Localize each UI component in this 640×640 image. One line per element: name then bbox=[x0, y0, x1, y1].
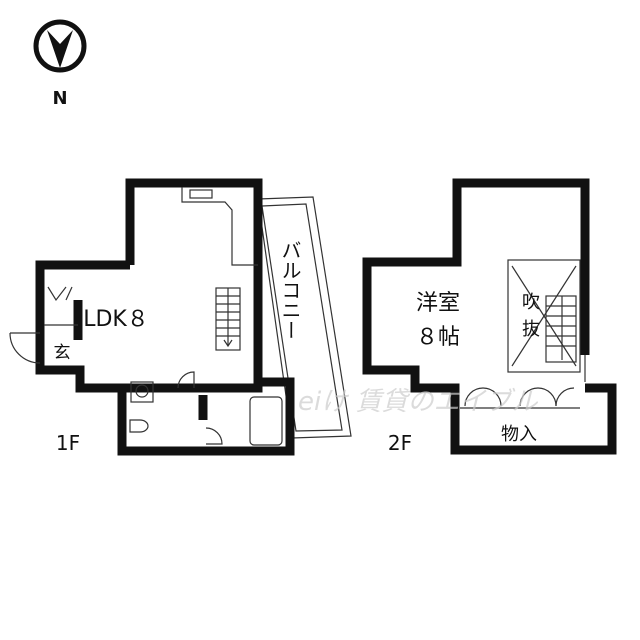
void-label-line1: 吹 bbox=[522, 292, 540, 313]
ldk-label: LDK８ bbox=[83, 307, 149, 332]
western-room-label-line1: 洋室 bbox=[416, 291, 460, 316]
compass-label: N bbox=[52, 88, 67, 109]
void-label-line2: 抜 bbox=[522, 319, 540, 340]
stairs bbox=[215, 287, 241, 351]
entrance-door bbox=[9, 286, 78, 364]
void-stairwell bbox=[507, 259, 586, 382]
watermark: eiけ 賃貸のエイブル bbox=[298, 387, 538, 417]
kitchen-counter bbox=[181, 187, 258, 266]
balcony-outline bbox=[257, 196, 352, 439]
closet-doors bbox=[460, 387, 580, 409]
balcony-label: バルコニー bbox=[278, 240, 302, 340]
floor2-walls bbox=[362, 178, 617, 455]
floor1-label: 1F bbox=[56, 431, 80, 455]
storage-label: 物入 bbox=[501, 424, 537, 445]
floor1-walls bbox=[35, 178, 295, 456]
wet-area-fixtures bbox=[129, 371, 283, 446]
floor2-label: 2F bbox=[388, 431, 412, 455]
entrance-label: 玄 bbox=[54, 343, 71, 363]
north-arrow-icon bbox=[33, 19, 87, 73]
western-room-label-line2: ８帖 bbox=[416, 325, 460, 350]
